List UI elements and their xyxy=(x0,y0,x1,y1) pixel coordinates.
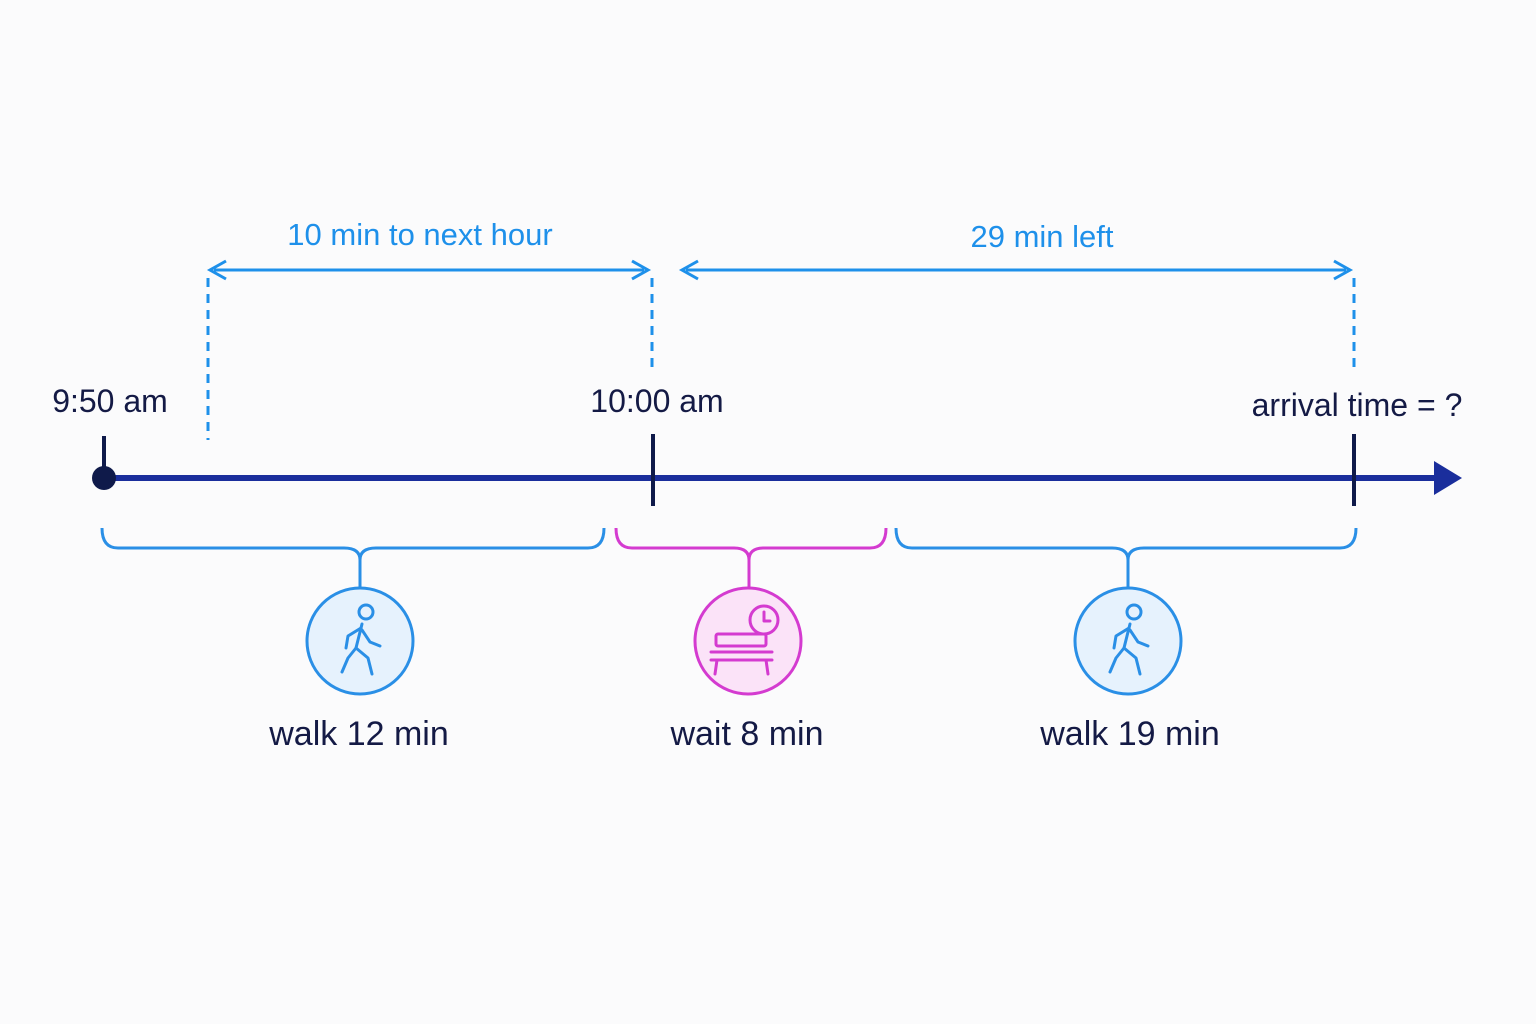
segment-label-wait: wait 8 min xyxy=(669,715,823,753)
brace-walk-2 xyxy=(894,527,1358,588)
brace-walk-1 xyxy=(100,527,606,588)
time-label-mid: 10:00 am xyxy=(590,383,723,419)
start-dot xyxy=(92,466,116,490)
span-to-next-hour xyxy=(206,259,652,281)
brace-wait xyxy=(614,527,888,588)
span-label-to-next-hour: 10 min to next hour xyxy=(287,217,552,252)
bench-clock-icon xyxy=(693,586,803,696)
timeline-arrowhead xyxy=(1434,461,1462,495)
walking-person-icon xyxy=(1073,586,1183,696)
time-label-end: arrival time = ? xyxy=(1252,387,1463,423)
segment-label-walk-2: walk 19 min xyxy=(1039,715,1220,753)
span-remaining xyxy=(678,259,1354,281)
walking-person-icon xyxy=(305,586,415,696)
segment-label-walk-1: walk 12 min xyxy=(268,715,449,753)
time-label-start: 9:50 am xyxy=(52,383,168,419)
span-label-remaining: 29 min left xyxy=(970,219,1113,254)
